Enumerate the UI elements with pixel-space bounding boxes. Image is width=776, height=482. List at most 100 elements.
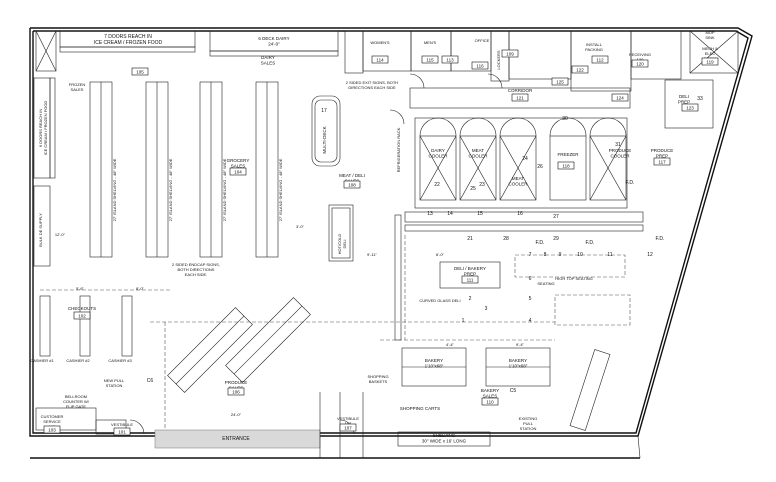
room-label-doors-left: 6 DOORS REACH INICE CREAM / FROZEN FOOD: [38, 101, 48, 156]
fixture-number: 6: [529, 276, 532, 282]
room-label-shopping-carts: SHOPPING CARTS: [400, 406, 440, 411]
dimension-label: 4'-4": [446, 342, 455, 347]
svg-text:110: 110: [486, 400, 494, 405]
fixture-number: C6: [147, 378, 154, 384]
room-number-tag: 120: [631, 59, 649, 68]
room-number-tag: 115: [421, 55, 439, 64]
room-number-tag: 114: [371, 55, 389, 64]
svg-text:118: 118: [562, 164, 570, 169]
room-label-corridor: CORRIDOR: [508, 88, 533, 93]
svg-text:121: 121: [516, 96, 524, 101]
room-label-seating: SEATING: [537, 281, 554, 286]
fixture-number: F.D.: [626, 180, 635, 186]
walk-in-coolers: [414, 117, 628, 209]
room-number-tag: 110: [481, 397, 499, 406]
room-label-entrance: ENTRANCE: [222, 436, 250, 442]
svg-text:113: 113: [446, 58, 454, 63]
fixture-number: F.D.: [586, 240, 595, 246]
room-label-high-top: HIGH TOP SEATING: [555, 276, 593, 281]
room-number-tag: 111: [461, 275, 479, 284]
svg-text:105: 105: [136, 70, 144, 75]
room-number-tag: 112: [591, 55, 609, 64]
island-shelving: 27' ISLAND SHELVING - 48" WIDE 27' ISLAND…: [89, 81, 283, 258]
fixture-number: 26: [537, 164, 543, 170]
room-number-tag: 103: [43, 425, 61, 434]
room-number-tag: 102: [73, 311, 91, 320]
room-number-tag: 109: [501, 49, 519, 58]
fixture-number: 9: [559, 252, 562, 258]
room-number-tag: 108: [343, 180, 361, 189]
fixture-number: F.D.: [536, 240, 545, 246]
svg-text:122: 122: [576, 68, 584, 73]
svg-text:104: 104: [234, 170, 242, 175]
fixture-number: 2: [469, 296, 472, 302]
room-number-tag: 113: [441, 55, 459, 64]
room-label-curved: CURVED GLASS DELI: [419, 298, 460, 303]
fixture-number: 22: [434, 182, 440, 188]
svg-text:103: 103: [48, 428, 56, 433]
support-rooms: [344, 30, 739, 129]
exterior-walls: [29, 27, 753, 459]
fixture-number: 27: [553, 214, 559, 220]
room-number-tag: 124: [611, 93, 629, 102]
room-label-mdeck: MULTI-DECK: [322, 126, 327, 153]
fixture-number: F.D.: [656, 236, 665, 242]
svg-text:109: 109: [506, 52, 514, 57]
deli-area: [380, 211, 644, 341]
fixture-number: 33: [697, 96, 703, 102]
fixture-number: 16: [517, 211, 523, 217]
svg-text:111: 111: [467, 278, 474, 283]
dimension-label: 5'-6": [76, 286, 85, 291]
room-number-tag: 125: [551, 77, 569, 86]
dimension-label: 24'-0": [231, 412, 242, 417]
island-shelf-label: 27' ISLAND SHELVING - 48" WIDE: [222, 158, 227, 221]
fixture-number: 31: [615, 142, 621, 148]
room-number-tag: 101: [113, 427, 131, 436]
fixture-number: 3: [485, 306, 488, 312]
svg-text:106: 106: [232, 390, 240, 395]
left-reach-in-run: [33, 77, 56, 267]
multi-deck: [311, 95, 341, 167]
fixture-number: 7: [529, 252, 532, 258]
fixture-number: 5: [529, 296, 532, 302]
hot-cold-deli: [328, 204, 354, 262]
svg-text:102: 102: [78, 314, 86, 319]
svg-text:116: 116: [476, 64, 484, 69]
room-number-tag: 119: [701, 57, 719, 66]
produce-tables: [167, 297, 311, 393]
dimension-label: 9'-11": [367, 252, 377, 257]
dimension-label: 3'-0": [296, 224, 305, 229]
room-label-mens: MEN'S: [424, 40, 437, 45]
room-label-cashier1: CASHIER #1: [30, 358, 54, 363]
fixture-number: 25: [470, 186, 476, 192]
dimension-label: 9'-4": [516, 342, 525, 347]
fixture-number: 28: [503, 236, 509, 242]
room-label-womens: WOMEN'S: [370, 40, 390, 45]
room-number-tag: 116: [471, 61, 489, 70]
room-label-freezer: FREEZER: [557, 152, 579, 157]
right-wall-fixture: [569, 349, 611, 431]
svg-text:107: 107: [344, 426, 352, 431]
room-label-cashier2: CASHIER #2: [66, 358, 90, 363]
fixture-number: 11: [607, 252, 612, 258]
island-shelf-label: 27' ISLAND SHELVING - 48" WIDE: [112, 158, 117, 221]
room-number-tag: 121: [511, 93, 529, 102]
island-shelf-label: 27' ISLAND SHELVING - 48" WIDE: [168, 158, 173, 221]
dimension-label: 6'-0": [436, 252, 445, 257]
